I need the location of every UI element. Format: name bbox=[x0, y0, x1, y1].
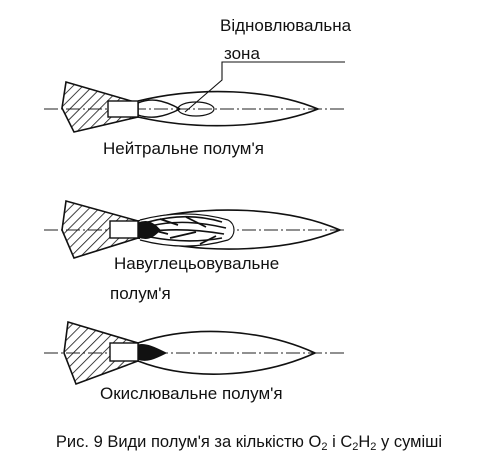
oxidizing-nozzle-channel bbox=[109, 342, 139, 362]
caption-o2-subscript: 2 bbox=[321, 441, 328, 453]
neutral-inner-cone bbox=[137, 99, 182, 118]
neutral-flame-envelope bbox=[137, 90, 321, 127]
reduction-zone-label-line2: зона bbox=[224, 44, 260, 63]
carburizing-inner-cone bbox=[137, 221, 161, 239]
caption-prefix: Рис. 9 Види полум'я за кількістю O bbox=[55, 433, 322, 451]
oxidizing-flame-label: Окислювальне полум'я bbox=[100, 384, 283, 403]
carburizing-torch-tip bbox=[61, 199, 139, 259]
reduction-zone-label-line1: Відновлювальна bbox=[220, 16, 352, 35]
caption-h: H bbox=[358, 433, 371, 451]
oxidizing-flame-drawing bbox=[44, 320, 345, 386]
carburizing-flame-drawing bbox=[44, 199, 345, 259]
carburizing-flame-envelope bbox=[137, 209, 343, 250]
carburizing-feather-texture-1 bbox=[145, 215, 227, 242]
caption-h2-subscript: 2 bbox=[370, 441, 377, 453]
carburizing-nozzle-channel bbox=[109, 220, 139, 239]
caption-suffix: у суміші bbox=[376, 433, 443, 451]
neutral-nozzle-channel bbox=[107, 100, 139, 118]
oxidizing-inner-cone bbox=[137, 344, 168, 361]
carburizing-feather-texture-2 bbox=[151, 216, 217, 245]
caption-middle: і C bbox=[327, 433, 353, 451]
neutral-flame-drawing bbox=[44, 61, 345, 133]
figure-caption: Рис. 9 Види полум'я за кількістю O2 і C2… bbox=[0, 434, 498, 453]
reduction-zone-leader bbox=[184, 61, 345, 113]
oxidizing-torch-tip bbox=[63, 320, 139, 386]
oxidizing-flame-envelope bbox=[137, 330, 317, 375]
neutral-flame-label: Нейтральне полум'я bbox=[103, 139, 264, 158]
caption-c2-subscript: 2 bbox=[352, 441, 359, 453]
neutral-torch-tip bbox=[61, 80, 139, 133]
carburizing-flame-label-line1: Навуглецьовувальне bbox=[114, 254, 280, 273]
carburizing-flame-label-line2: полум'я bbox=[110, 284, 171, 303]
